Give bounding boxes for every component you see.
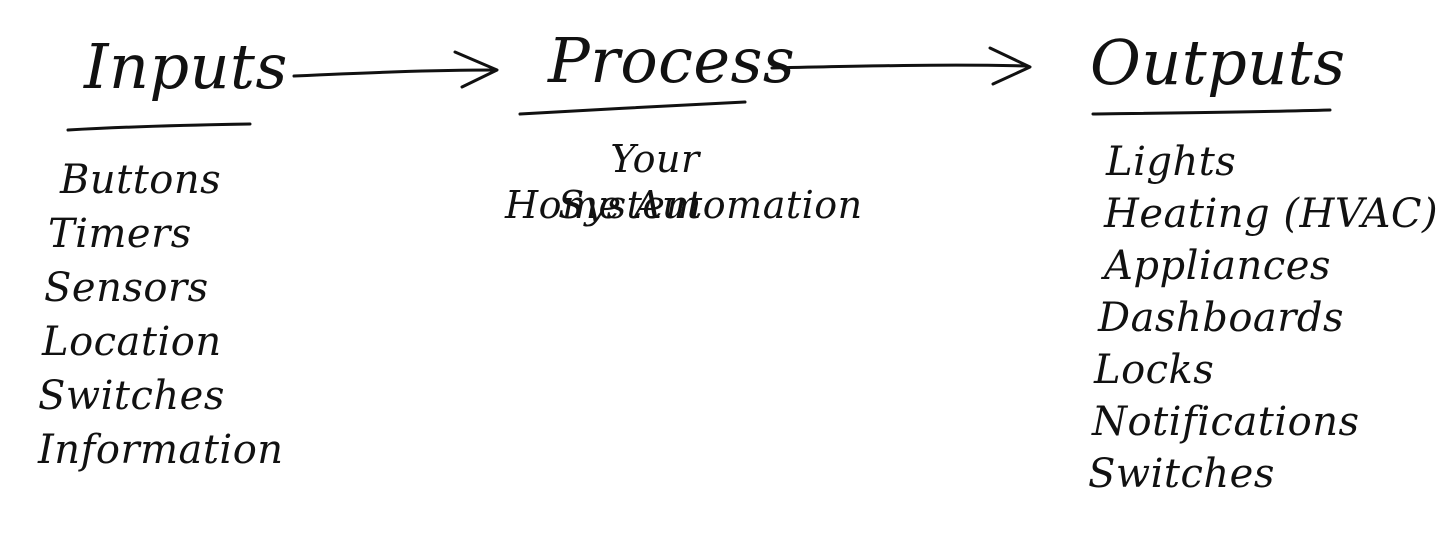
list-item: Lights xyxy=(1106,139,1237,185)
list-item: Appliances xyxy=(1104,243,1331,289)
list-item: Dashboards xyxy=(1098,295,1344,341)
inputs-underline xyxy=(66,122,252,132)
list-item: Sensors xyxy=(44,265,209,311)
inputs-heading: Inputs xyxy=(84,30,288,103)
arrow-inputs-to-process xyxy=(292,50,499,89)
list-item: Timers xyxy=(48,211,192,257)
inputs-list: Buttons Timers Sensors Location Switches… xyxy=(38,160,284,484)
process-description: Your Home Automation System xyxy=(505,140,862,232)
list-item: Switches xyxy=(38,373,225,419)
outputs-underline xyxy=(1091,108,1332,116)
outputs-heading: Outputs xyxy=(1090,26,1346,99)
list-item: Heating (HVAC) xyxy=(1104,191,1439,237)
list-item: Notifications xyxy=(1092,399,1360,445)
list-item: Location xyxy=(42,319,222,365)
process-heading: Process xyxy=(548,24,796,97)
outputs-list: Lights Heating (HVAC) Appliances Dashboa… xyxy=(1088,142,1438,506)
process-line: Your xyxy=(610,137,700,181)
process-line: Home Automation xyxy=(505,183,863,227)
list-item: Locks xyxy=(1094,347,1215,393)
arrow-process-to-outputs xyxy=(770,46,1032,86)
process-underline xyxy=(518,100,747,116)
process-line: System xyxy=(558,183,702,227)
list-item: Information xyxy=(38,427,284,473)
list-item: Switches xyxy=(1088,451,1275,497)
list-item: Buttons xyxy=(60,157,222,203)
